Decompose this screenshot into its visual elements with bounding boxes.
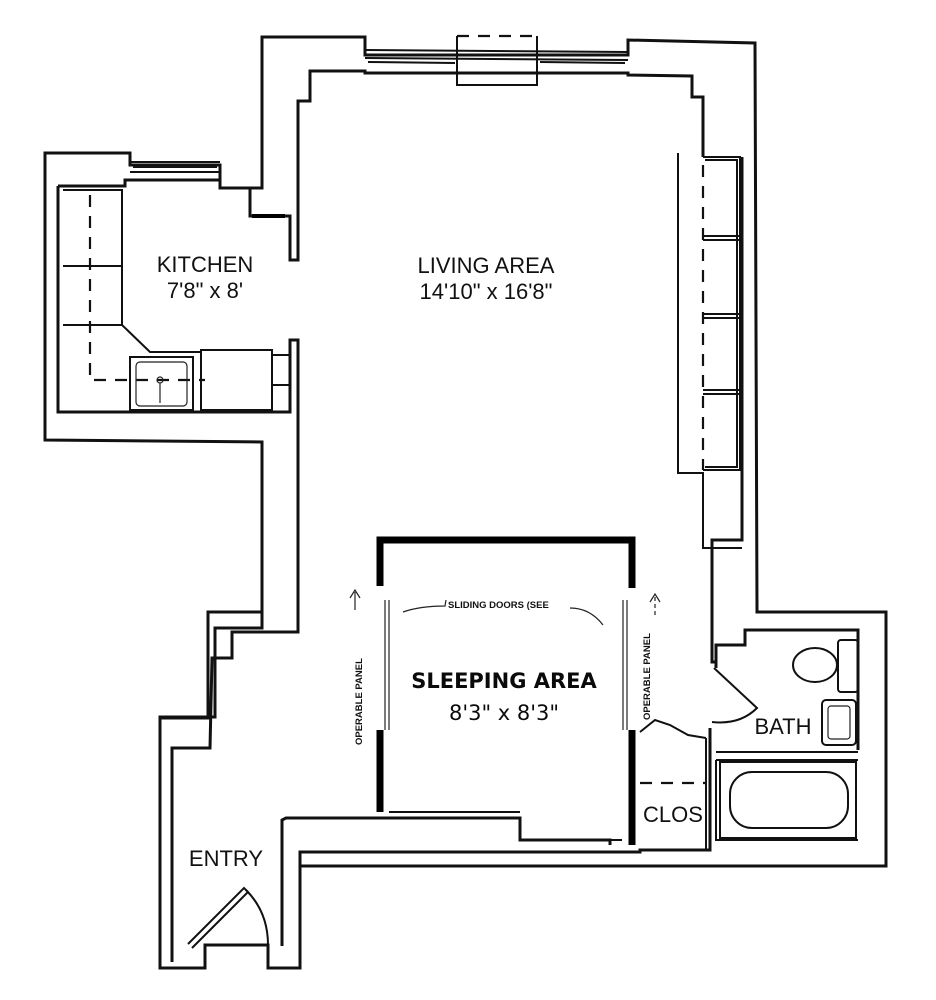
- closet: [639, 718, 707, 850]
- kitchen-counters: [63, 189, 290, 411]
- built-in-shelving: [677, 153, 742, 549]
- sliding-doors-note: SLIDING DOORS (SEE: [448, 600, 549, 611]
- sleeping-dimensions: 8'3" x 8'3": [449, 701, 559, 725]
- sink-icon: [821, 699, 857, 746]
- operable-panel-right-note: OPERABLE PANEL: [642, 633, 653, 720]
- entry-label: ENTRY: [189, 846, 263, 871]
- kitchen-dimensions: 7'8" x 8': [167, 278, 243, 303]
- kitchen-label: KITCHEN: [157, 252, 254, 277]
- entry-door[interactable]: [187, 886, 269, 949]
- toilet-icon: [792, 647, 838, 683]
- operable-panel-arrows: [349, 588, 661, 615]
- operable-panel-left-note: OPERABLE PANEL: [354, 658, 365, 745]
- bath-label: BATH: [754, 714, 811, 739]
- room-labels: KITCHEN 7'8" x 8' LIVING AREA 14'10" x 1…: [157, 252, 812, 871]
- closet-label: CLOS: [643, 802, 703, 827]
- living-dimensions: 14'10" x 16'8": [420, 279, 553, 304]
- sleeping-alcove: [376, 536, 636, 845]
- sleeping-label: SLEEPING AREA: [411, 669, 597, 693]
- living-label: LIVING AREA: [418, 253, 555, 278]
- bathtub-icon: [729, 771, 849, 829]
- bathroom: [711, 628, 860, 841]
